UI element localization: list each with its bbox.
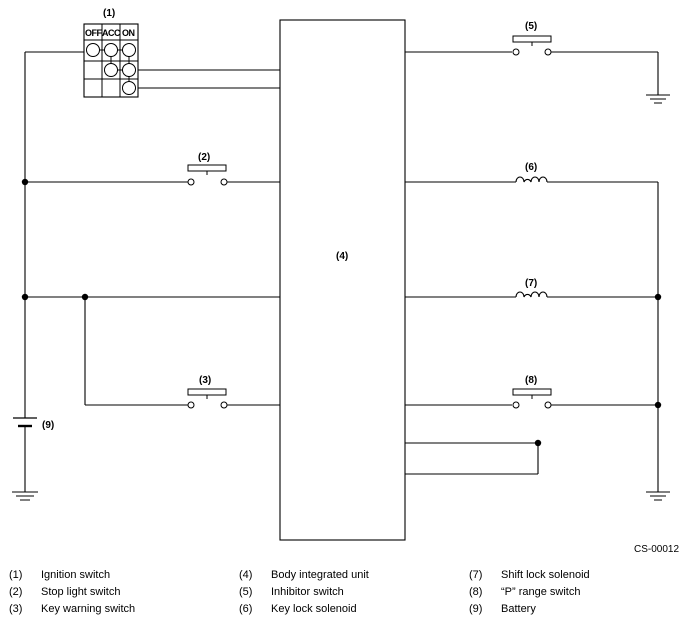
left-bus-wire <box>24 51 280 492</box>
battery-label: (9) <box>42 420 54 431</box>
right-side-wires <box>405 51 659 492</box>
battery-symbol <box>13 417 37 432</box>
ignition-switch: (1) OFF ACC ON <box>83 8 139 98</box>
key-warning-switch <box>187 388 228 409</box>
stop-light-switch-label: (2) <box>198 152 210 163</box>
key-lock-solenoid-coil <box>515 176 548 183</box>
shift-lock-solenoid-label: (7) <box>525 278 537 289</box>
key-lock-solenoid-label: (6) <box>525 162 537 173</box>
ignition-acc-label: ACC <box>102 28 121 38</box>
key-warning-switch-label: (3) <box>199 375 211 386</box>
p-range-switch <box>512 388 552 409</box>
figure-code: CS-00012 <box>634 544 679 555</box>
shift-lock-solenoid-coil <box>515 291 548 298</box>
ignition-output-wires <box>138 69 280 89</box>
p-range-switch-label: (8) <box>525 375 537 386</box>
ground-symbol-inhibitor <box>646 94 670 104</box>
inhibitor-switch-label: (5) <box>525 21 537 32</box>
stop-light-switch <box>187 164 228 186</box>
ignition-on-label: ON <box>122 28 135 38</box>
legend: (1)Ignition switch (2)Stop light switch … <box>9 569 590 615</box>
ignition-off-label: OFF <box>85 28 102 38</box>
junction-dots <box>21 178 662 447</box>
inhibitor-switch <box>512 35 552 56</box>
body-integrated-unit-label: (4) <box>336 251 348 262</box>
ground-symbol-battery <box>12 491 38 501</box>
wiring-schematic: (4) (1) OFF ACC ON <box>12 8 679 555</box>
ignition-switch-label: (1) <box>103 8 115 19</box>
ground-symbol-right <box>646 491 670 501</box>
body-integrated-unit-box <box>279 19 406 541</box>
